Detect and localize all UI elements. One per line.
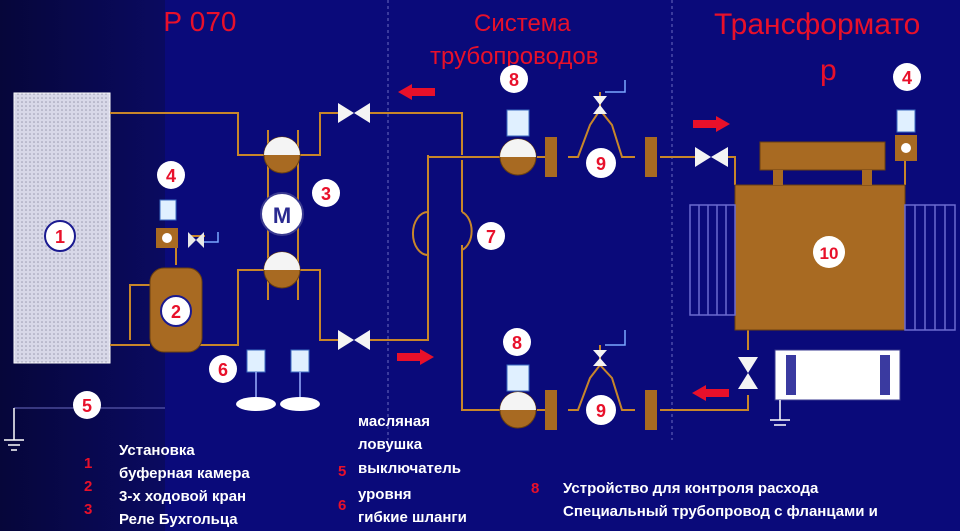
- callout-1: [44, 220, 76, 252]
- flow-meters: [499, 109, 537, 429]
- flanges: [545, 137, 657, 430]
- base-wheel-right: [880, 355, 890, 395]
- transformer-relay-dot: [901, 143, 911, 153]
- callout-4b: [893, 63, 921, 91]
- callout-4b-label: 4: [902, 68, 912, 88]
- callout-4a: [157, 161, 185, 189]
- motor-icon: [260, 192, 304, 236]
- callout-7-label: 7: [486, 227, 496, 247]
- callout-7: [477, 222, 505, 250]
- callout-9a: [586, 148, 616, 178]
- legend-right-text-0: Устройство для контроля расхода: [563, 480, 819, 497]
- legend-left-num-1: 1: [84, 455, 93, 472]
- callout-8a-label: 8: [509, 70, 519, 90]
- callout-8a: [500, 65, 528, 93]
- legend-left-text-0: Установка: [119, 442, 195, 459]
- pump-upper-half: [264, 137, 300, 155]
- transformer-neck-left: [773, 170, 783, 185]
- tank-valve-right: [196, 232, 204, 248]
- transformer-gauge: [896, 109, 916, 133]
- title-transformer-line2: р: [820, 54, 837, 87]
- callout-1-label: 1: [55, 227, 65, 247]
- transformer-neck-right: [862, 170, 872, 185]
- legend-left-text-3: Реле Бухгольца: [119, 511, 238, 528]
- title-system-line1: Система: [474, 10, 571, 37]
- legend-middle-text-3: уровня: [358, 486, 412, 503]
- legend-left-num-2: 2: [84, 478, 93, 495]
- title-transformer-line1: Трансформато: [714, 8, 921, 41]
- pump-lower-half: [264, 252, 300, 270]
- callout-2: [160, 295, 192, 327]
- legend-middle-text-4: гибкие шланги: [358, 509, 467, 526]
- tank-relay-dot: [162, 233, 172, 243]
- hook-lines: [200, 80, 626, 346]
- flexible-hoses: [411, 211, 473, 256]
- transformer-conservator: [759, 141, 886, 171]
- motor-label: M: [273, 203, 291, 228]
- callout-4a-label: 4: [166, 166, 176, 186]
- base-wheel-left: [786, 355, 796, 395]
- legend-middle-num-2: 5: [338, 463, 347, 480]
- legend-middle-text-2: выключатель: [358, 460, 461, 477]
- level-switches: [236, 349, 320, 411]
- legend-left-text-1: буферная камера: [119, 465, 250, 482]
- radiator-fins: [689, 204, 956, 331]
- callouts: 1 2 3 4 4 5 6 7 8 8 9 9 10: [44, 63, 921, 425]
- callout-10: [813, 236, 845, 268]
- callout-2-label: 2: [171, 302, 181, 322]
- callout-5: [73, 391, 101, 419]
- callout-10-label: 10: [820, 244, 839, 263]
- callout-9b: [586, 395, 616, 425]
- callout-5-label: 5: [82, 396, 92, 416]
- legend-middle-text-1: ловушка: [358, 436, 423, 453]
- legend-right-text-1: Специальный трубопровод с фланцами и: [563, 503, 878, 520]
- callout-9b-label: 9: [596, 401, 606, 421]
- callout-6-label: 6: [218, 360, 228, 380]
- callout-6: [209, 355, 237, 383]
- legend-middle-text-0: масляная: [358, 413, 431, 430]
- legend-left-num-3: 3: [84, 501, 93, 518]
- callout-3: [312, 179, 340, 207]
- legend-middle-num-4: 6: [338, 497, 347, 514]
- tank-gauge: [159, 199, 177, 221]
- callout-8b-label: 8: [512, 333, 522, 353]
- legend-right-num-0: 8: [531, 480, 540, 497]
- tank-valve-left: [188, 232, 196, 248]
- valves: [338, 96, 758, 389]
- flow-arrows: [397, 84, 730, 401]
- legend-left-text-2: 3-х ходовой кран: [119, 488, 247, 505]
- callout-8b: [503, 328, 531, 356]
- callout-9a-label: 9: [596, 154, 606, 174]
- callout-3-label: 3: [321, 184, 331, 204]
